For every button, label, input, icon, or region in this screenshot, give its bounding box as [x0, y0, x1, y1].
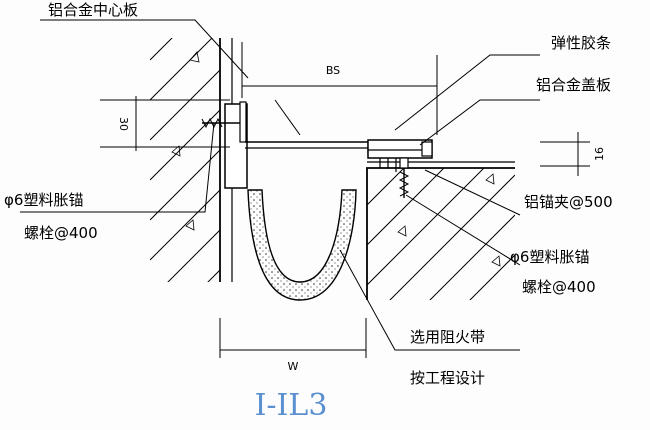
- right-wall-hatch: [367, 168, 515, 300]
- dimension-16-label: 16: [593, 147, 606, 161]
- left-wall-hatch: [150, 38, 220, 282]
- dimension-bs: [241, 42, 438, 135]
- label-anchor-left-2: 螺栓@400: [24, 224, 98, 242]
- right-clip-and-bolt: [379, 157, 410, 198]
- label-rubber-strip: 弹性胶条: [551, 34, 611, 52]
- label-anchor-left-1: φ6塑料胀锚: [4, 191, 83, 209]
- center-plate: [245, 141, 369, 155]
- dimension-30: [100, 96, 230, 151]
- dimension-bs-label: BS: [326, 64, 340, 77]
- label-anchor-right-1: φ6塑料胀锚: [510, 248, 589, 266]
- dimension-w-label: W: [288, 360, 299, 373]
- dimension-w: [219, 318, 367, 358]
- leader-lines: [20, 19, 540, 351]
- drawing-code: I-IL3: [255, 388, 328, 423]
- label-clip: 铝锚夹@500: [524, 193, 613, 211]
- dimension-30-label: 30: [117, 117, 130, 131]
- label-center-plate: 铝合金中心板: [48, 1, 138, 19]
- dimension-16: [540, 132, 590, 176]
- label-fire-belt-2: 按工程设计: [410, 369, 485, 387]
- label-cover-plate: 铝合金盖板: [536, 76, 611, 94]
- fire-belt: [247, 189, 357, 301]
- left-anchor-bolt: [201, 101, 248, 189]
- label-anchor-right-2: 螺栓@400: [522, 278, 596, 296]
- right-wall-outline: [366, 167, 515, 300]
- label-fire-belt-1: 选用阻火带: [410, 328, 485, 346]
